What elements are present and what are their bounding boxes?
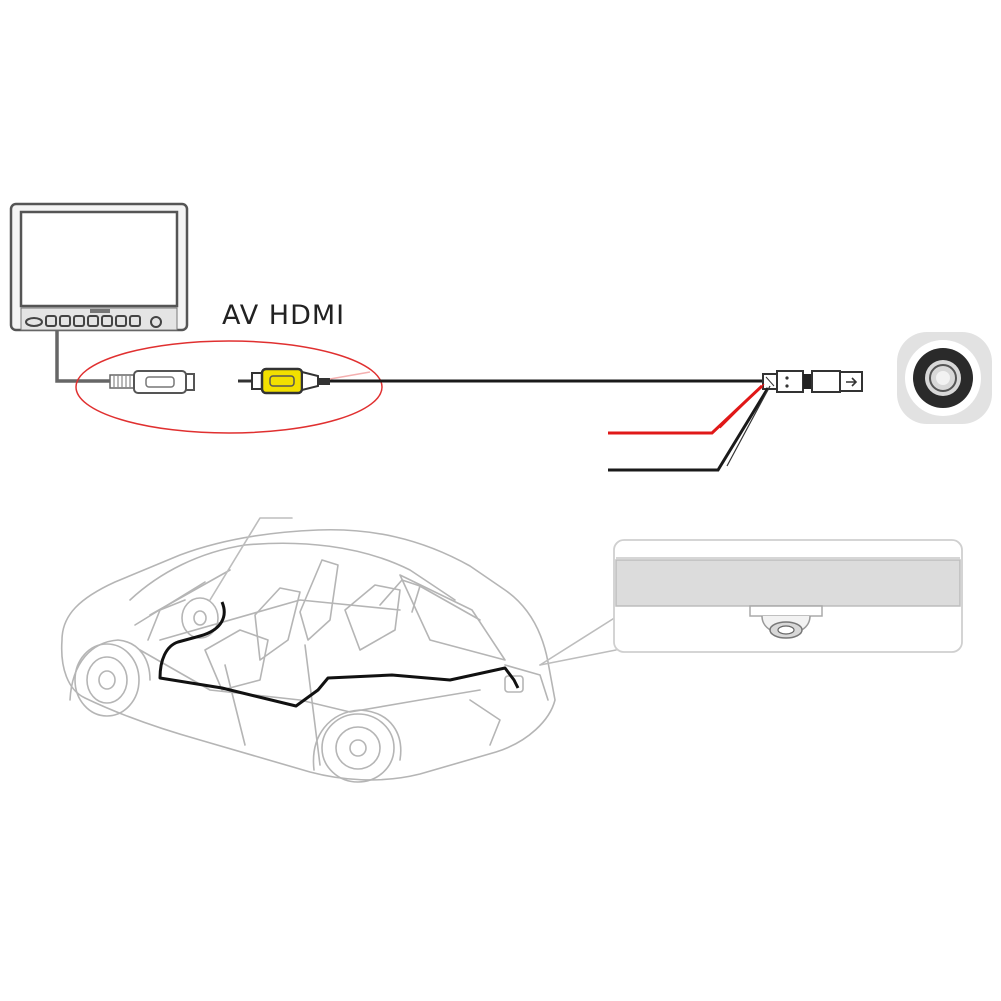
car-route-cable <box>158 601 520 708</box>
av-plug-icon <box>109 370 195 394</box>
connector-highlight <box>75 340 383 434</box>
rca-plug-icon <box>238 367 330 395</box>
av-hdmi-label: AV HDMI <box>222 300 346 331</box>
camera-plug-icon <box>762 370 863 393</box>
camera-lens-icon <box>897 332 992 424</box>
car-icon <box>60 517 617 783</box>
red-power-wire <box>608 384 764 435</box>
monitor-cable <box>55 330 110 383</box>
rear-camera-detail-icon <box>613 539 963 653</box>
black-ground-wire <box>608 387 770 472</box>
monitor-icon <box>9 202 189 332</box>
